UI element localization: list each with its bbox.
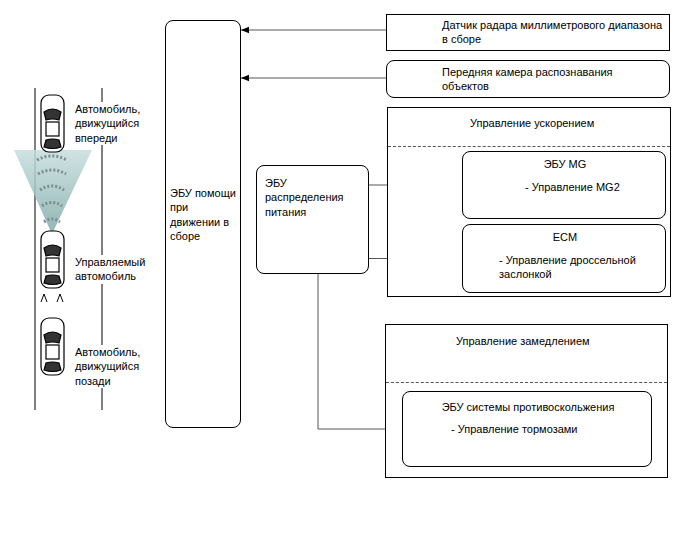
node-title: Датчик радара миллиметрового диапазона в… (442, 18, 664, 47)
vehicle-label: Автомобиль, движущийся позади (75, 345, 155, 388)
driving-assist-ecu: ЭБУ помощи при движении в сборе (165, 20, 241, 428)
camera-box: Передняя камера распознавания объектов (386, 60, 670, 98)
mg-ecu-box: ЭБУ MG - Управление MG2 (462, 151, 666, 219)
node-title: Управление ускорением (470, 116, 660, 130)
node-title: Передняя камера распознавания объектов (442, 65, 642, 94)
node-title: ЭБУ распределения питания (265, 176, 361, 219)
node-body: - Управление дроссельной заслонкой (499, 253, 649, 282)
node-title: Управление замедлением (456, 334, 656, 348)
vehicle-label: Автомобиль, движущийся впереди (75, 102, 155, 145)
node-body: - Управление MG2 (525, 180, 661, 194)
deceleration-band: Управление замедлениемЭБУ системы против… (385, 324, 668, 478)
power-distribution-ecu: ЭБУ распределения питания (256, 165, 369, 274)
acceleration-band: Управление ускорениемЭБУ MG - Управление … (387, 107, 671, 297)
dashed-separator (386, 382, 667, 383)
dashed-separator (388, 146, 670, 147)
node-title: ЭБУ MG (463, 157, 667, 171)
node-title: ЭБУ системы противоскольжения (403, 400, 653, 414)
radar-sensor-box: Датчик радара миллиметрового диапазона в… (386, 14, 670, 51)
node-title: ЭБУ помощи при движении в сборе (170, 186, 238, 243)
node-body: - Управление тормозами (451, 422, 641, 436)
signal-arrow (241, 30, 386, 31)
node-title: ECM (463, 230, 667, 244)
ecm-box: ECM - Управление дроссельной заслонкой (462, 224, 666, 293)
vehicle-label: Управляемый автомобиль (75, 255, 155, 284)
antiskid-ecu-box: ЭБУ системы противоскольжения - Управлени… (402, 391, 652, 467)
signal-arrow (241, 78, 386, 79)
